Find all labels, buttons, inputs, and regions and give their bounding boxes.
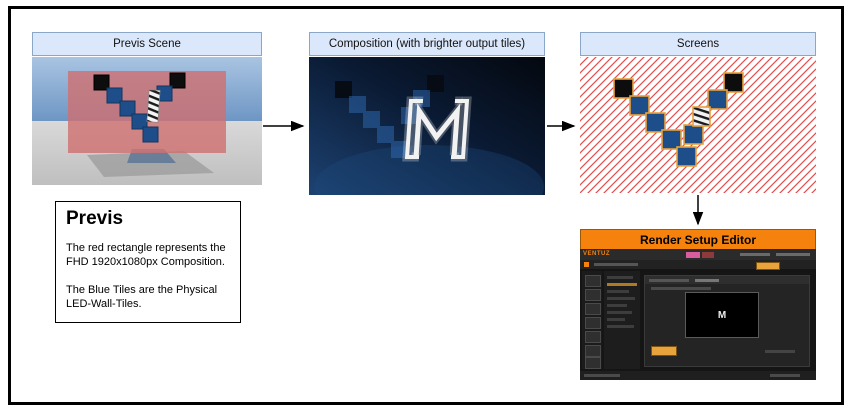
screens-title: Screens bbox=[676, 38, 720, 50]
toolbar-amber-button bbox=[756, 261, 780, 270]
tree-row bbox=[607, 304, 627, 307]
titlebar-red-badge bbox=[702, 252, 714, 258]
previs-scene-header: Previs Scene bbox=[32, 32, 262, 56]
composition-title: Composition (with brighter output tiles) bbox=[328, 38, 526, 50]
render-setup-editor-header: Render Setup Editor bbox=[580, 229, 816, 250]
composition-illustration bbox=[309, 57, 545, 195]
screens-svg bbox=[580, 57, 816, 193]
panel-header-text-bar bbox=[695, 278, 719, 282]
previs-scene-title: Previs Scene bbox=[113, 38, 181, 50]
status-text-bar bbox=[584, 374, 620, 377]
panel-text-bar bbox=[765, 350, 795, 353]
panel-text-bar bbox=[651, 287, 711, 290]
tree-row bbox=[607, 325, 634, 328]
thumbnail bbox=[585, 331, 601, 343]
note-title: Previs bbox=[66, 208, 124, 229]
panel-amber-button bbox=[651, 346, 677, 356]
previs-scene-svg bbox=[32, 57, 262, 185]
tree-row bbox=[607, 276, 633, 279]
thumbnail bbox=[585, 303, 601, 315]
ventuz-m-logo bbox=[402, 96, 472, 162]
note-body-1: The red rectangle represents the FHD 192… bbox=[66, 242, 226, 269]
render-preview-box: M bbox=[685, 292, 759, 338]
previs-scene-illustration bbox=[32, 57, 262, 185]
render-setup-editor-window: VENTUZ bbox=[580, 249, 816, 380]
app-titlebar: VENTUZ bbox=[580, 249, 816, 260]
tree-row-highlighted bbox=[607, 283, 637, 286]
toolbar-orange-dot bbox=[584, 262, 589, 267]
thumbnail bbox=[585, 345, 601, 357]
thumbnail bbox=[585, 317, 601, 329]
tree-row bbox=[607, 297, 635, 300]
titlebar-text-bar bbox=[740, 253, 770, 256]
titlebar-text-bar bbox=[776, 253, 810, 256]
preview-logo-glyph: M bbox=[717, 309, 727, 321]
composition-header: Composition (with brighter output tiles) bbox=[309, 32, 545, 56]
toolbar-text-bar bbox=[594, 263, 638, 266]
composition-svg bbox=[309, 57, 545, 195]
titlebar-pink-badge bbox=[686, 252, 700, 258]
tree-row bbox=[607, 318, 625, 321]
thumbnail bbox=[585, 289, 601, 301]
tree-panel bbox=[604, 271, 640, 369]
properties-panel-header bbox=[645, 276, 809, 284]
screens-header: Screens bbox=[580, 32, 816, 56]
tree-row bbox=[607, 290, 629, 293]
status-text-bar bbox=[770, 374, 800, 377]
thumbnail-strip bbox=[582, 271, 602, 369]
ventuz-brand: VENTUZ bbox=[583, 251, 610, 257]
screens-illustration bbox=[580, 57, 816, 193]
thumbnail bbox=[585, 357, 601, 369]
note-body-2: The Blue Tiles are the Physical LED-Wall… bbox=[66, 283, 218, 310]
app-toolbar bbox=[580, 260, 816, 270]
thumbnail bbox=[585, 275, 601, 287]
panel-header-text-bar bbox=[649, 278, 689, 282]
outer-frame bbox=[8, 6, 844, 405]
previs-note-box: Previs The red rectangle represents the … bbox=[55, 201, 241, 323]
properties-panel: M bbox=[644, 275, 810, 367]
render-setup-editor-title: Render Setup Editor bbox=[639, 232, 756, 247]
tree-row bbox=[607, 311, 632, 314]
app-status-bar bbox=[580, 371, 816, 380]
